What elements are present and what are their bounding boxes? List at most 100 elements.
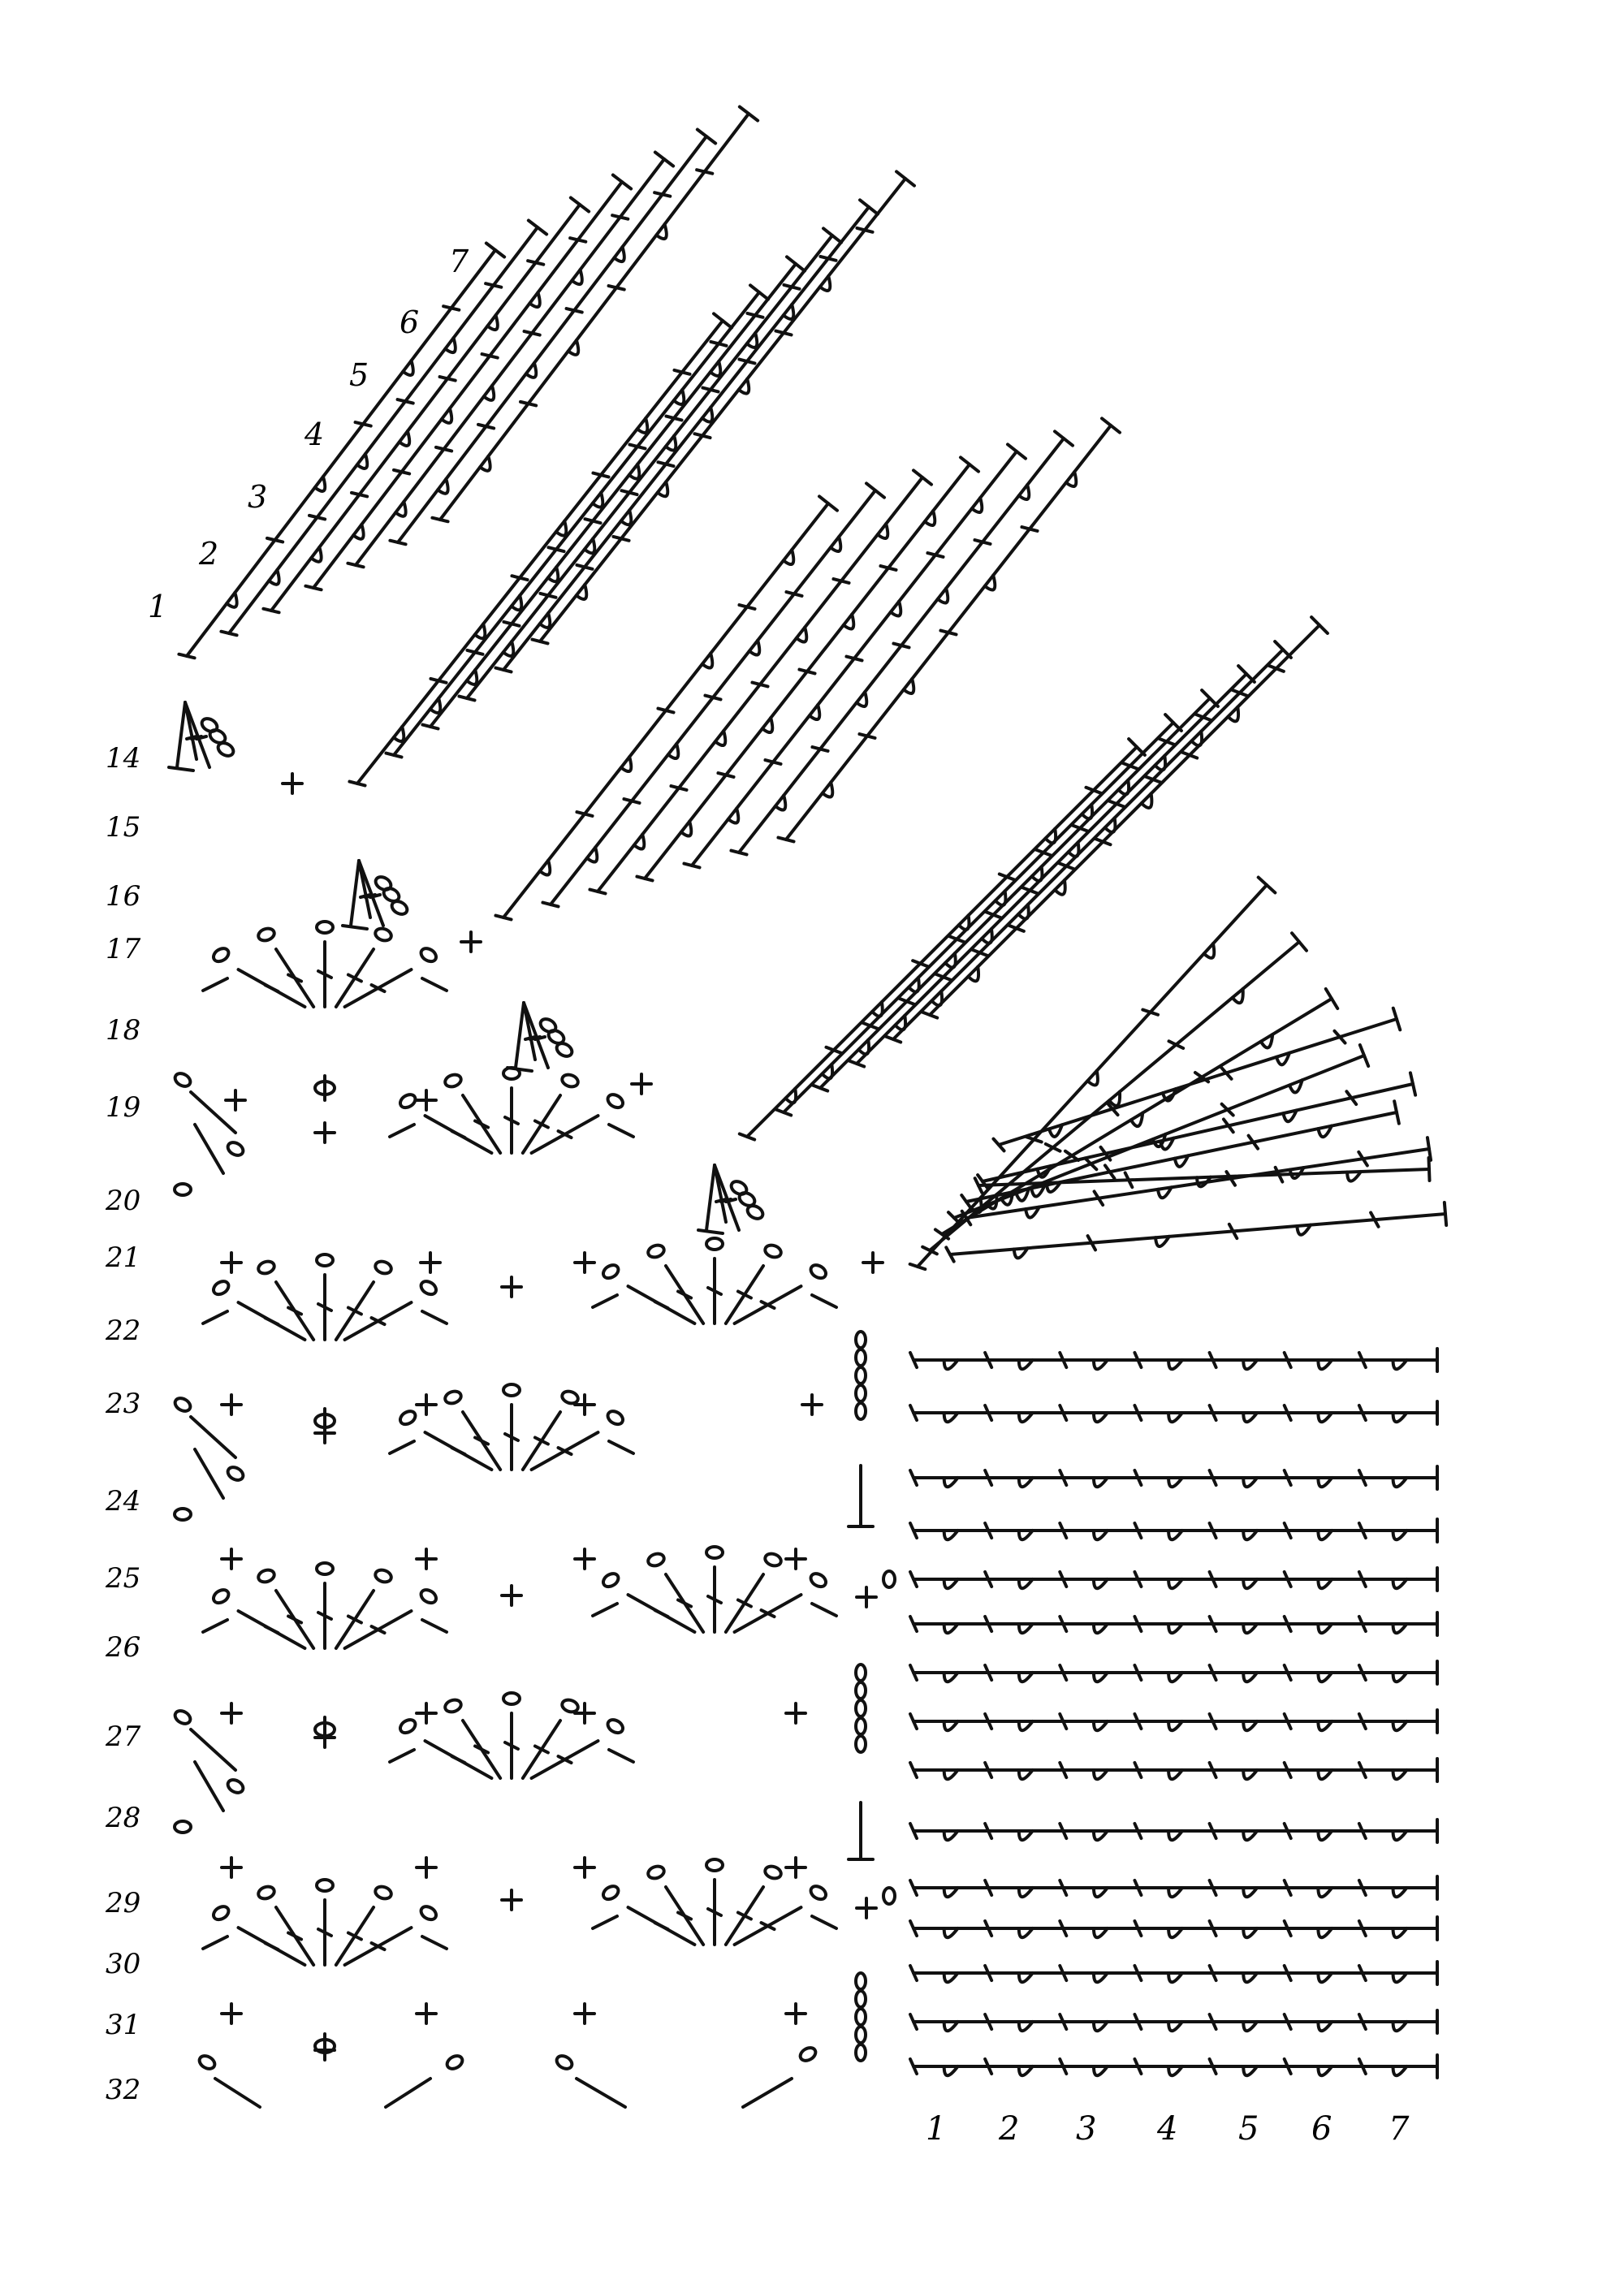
stitch-tick xyxy=(774,1107,793,1117)
row-label: 16 xyxy=(106,880,140,913)
double-crochet-symbol xyxy=(556,1446,573,1457)
stitch-strand xyxy=(745,745,1138,1138)
cluster-stitch-symbol xyxy=(533,1035,546,1041)
stitch-tick xyxy=(1332,1029,1347,1045)
chain-stitch xyxy=(211,1588,231,1605)
stitch-tick xyxy=(538,591,558,599)
stitch-strand xyxy=(438,112,750,521)
stitch-strand xyxy=(916,883,1268,1268)
double-crochet-symbol xyxy=(346,1306,363,1316)
cluster-stitch-symbol xyxy=(167,766,195,772)
chain-stitch xyxy=(882,1886,896,1906)
stitch-tick xyxy=(1207,1469,1218,1487)
row-label: 26 xyxy=(105,1631,140,1664)
cluster-stitch-symbol xyxy=(705,1164,716,1232)
stitch-tick xyxy=(810,1083,830,1093)
post-stitch-symbol xyxy=(666,742,680,760)
stitch-strand xyxy=(997,1017,1398,1146)
chain-stitch xyxy=(419,1280,438,1297)
stitch-tick xyxy=(682,861,702,870)
chain-stitch xyxy=(705,1545,724,1560)
double-crochet-symbol xyxy=(810,1602,838,1617)
post-stitch-symbol xyxy=(1064,470,1078,488)
post-stitch-symbol xyxy=(700,405,715,424)
stitch-tick xyxy=(669,784,689,792)
bottom-label: 2 xyxy=(998,2110,1019,2148)
chain-stitch xyxy=(745,1204,765,1220)
diagonal-label: 4 xyxy=(304,417,324,452)
post-stitch-symbol xyxy=(773,793,788,812)
stitch-end-bar xyxy=(1052,430,1075,447)
chain-stitch xyxy=(197,2054,217,2070)
double-crochet-symbol xyxy=(706,1595,723,1604)
post-stitch-symbol xyxy=(436,477,450,495)
stitch-strand xyxy=(940,997,1333,1236)
stitch-tick xyxy=(892,641,911,650)
stitch-tick xyxy=(421,723,440,731)
stitch-tick xyxy=(568,236,588,244)
stitch-strand xyxy=(227,226,539,635)
post-stitch-symbol xyxy=(612,245,626,264)
double-crochet-symbol xyxy=(263,1625,280,1635)
double-crochet-symbol xyxy=(201,1618,229,1634)
row-label: 15 xyxy=(106,811,140,844)
double-crochet-symbol xyxy=(369,1625,387,1635)
double-crochet-symbol xyxy=(263,1941,280,1952)
stitch-tick xyxy=(628,443,647,451)
chain-stitch xyxy=(208,728,227,745)
double-crochet-symbol xyxy=(346,1614,363,1625)
post-stitch-symbol xyxy=(1391,1927,1409,1940)
cluster-stitch-symbol xyxy=(184,701,211,769)
cluster-stitch-symbol xyxy=(341,924,369,930)
post-stitch-symbol xyxy=(1167,1768,1184,1781)
post-stitch-symbol xyxy=(1195,1175,1212,1189)
cluster-stitch-symbol xyxy=(713,1164,741,1232)
post-stitch-symbol xyxy=(1091,1578,1109,1591)
post-stitch-symbol xyxy=(528,291,542,309)
row-label: 30 xyxy=(106,1948,140,1980)
post-stitch-symbol xyxy=(1391,1622,1409,1635)
post-stitch-symbol xyxy=(1316,2020,1334,2033)
post-stitch-symbol xyxy=(1091,1829,1109,1842)
post-stitch-symbol xyxy=(1391,1671,1409,1684)
post-stitch-symbol xyxy=(942,1768,960,1781)
stitch-tick xyxy=(1103,1164,1116,1181)
stitch-tick xyxy=(776,835,796,844)
stitch-tick xyxy=(750,680,770,689)
stitch-tick xyxy=(620,489,639,497)
row-label: 32 xyxy=(106,2074,140,2106)
stitch-strand xyxy=(818,697,1212,1090)
diagonal-label: 1 xyxy=(148,589,167,624)
stitch-tick xyxy=(1207,1822,1218,1840)
stitch-tick xyxy=(1133,1964,1143,1982)
post-stitch-symbol xyxy=(983,573,997,592)
stitch-strand xyxy=(892,648,1285,1041)
post-stitch-symbol xyxy=(1316,1411,1334,1424)
stitch-tick xyxy=(1357,1664,1367,1682)
post-stitch-symbol xyxy=(1017,2065,1034,2078)
cluster-stitch-symbol xyxy=(195,735,208,740)
post-stitch-symbol xyxy=(875,522,890,540)
stitch-tick xyxy=(304,584,323,592)
row-label: 20 xyxy=(105,1185,140,1217)
double-crochet-symbol xyxy=(473,1119,490,1129)
post-stitch-symbol xyxy=(1316,1578,1334,1591)
post-stitch-symbol xyxy=(1391,1476,1409,1489)
stitch-tick xyxy=(983,2013,994,2031)
chain-stitch xyxy=(854,1366,867,1385)
stitch-tick xyxy=(983,1879,994,1897)
post-stitch-symbol xyxy=(1155,1185,1173,1200)
post-stitch-symbol xyxy=(1226,705,1241,723)
stitch-strand xyxy=(965,1147,1431,1220)
post-stitch-symbol xyxy=(443,336,457,355)
chain-stitch xyxy=(226,1778,245,1794)
chain-stitch xyxy=(211,1280,231,1297)
stitch-strand xyxy=(855,672,1248,1065)
chain-stitch xyxy=(798,2046,818,2062)
post-stitch-symbol xyxy=(619,755,633,773)
post-stitch-symbol xyxy=(1017,1768,1034,1781)
post-stitch-symbol xyxy=(1242,2020,1259,2033)
double-crochet-symbol xyxy=(346,1931,363,1941)
stitch-tick xyxy=(1207,1919,1218,1937)
